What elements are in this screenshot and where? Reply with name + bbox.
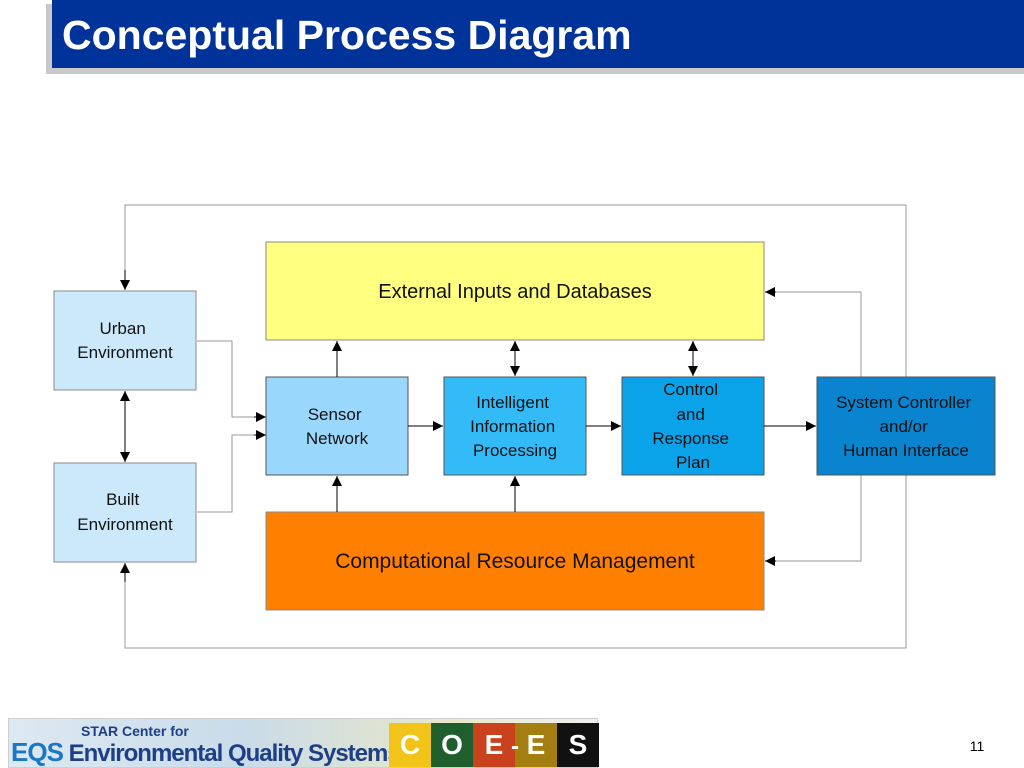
footer-logo-banner: STAR Center for EQS Environmental Qualit… (8, 718, 599, 768)
coees-tile-e1: E (473, 723, 515, 767)
box-sensor-network (265, 376, 409, 476)
footer-systems-name: Environmental Quality Systems (68, 740, 401, 767)
label-built-environment: Built Environment (77, 490, 173, 534)
coees-tile-e2: E (515, 723, 557, 767)
label-sensor-network: Sensor Network (306, 405, 369, 448)
label-external-inputs: External Inputs and Databases (378, 281, 652, 303)
label-control-response: Control and Response Plan (652, 380, 733, 472)
coees-tile-s: S (557, 723, 599, 767)
connector-built-sensor (197, 434, 254, 513)
label-system-controller: System Controller and/or Human Interface (836, 393, 976, 460)
label-computational-resource: Computational Resource Management (335, 550, 695, 573)
label-intelligent-processing: Intelligent Information Processing (470, 393, 560, 460)
box-built-environment (53, 462, 197, 563)
footer-center-label: STAR Center for (81, 723, 189, 739)
page-number: 11 (969, 738, 985, 754)
box-external-inputs (265, 241, 765, 341)
label-urban-environment: Urban Environment (77, 319, 173, 362)
connector-sys-crm (775, 475, 862, 562)
connector-sys-external (775, 291, 862, 377)
connector-urban-sensor (197, 340, 254, 418)
box-control-response (621, 376, 765, 476)
box-computational-resource (265, 511, 765, 611)
coees-tile-o: O (431, 723, 473, 767)
coees-tile-c: C (389, 723, 431, 767)
coees-logo: C O E E S - (389, 723, 599, 767)
box-system-controller (816, 376, 996, 476)
box-urban-environment (53, 290, 197, 391)
coees-dash: - (511, 733, 519, 760)
eqs-logo-mark: EQS (11, 737, 64, 767)
slide-title: Conceptual Process Diagram (52, 0, 1024, 68)
footer-center-name: EQS Environmental Quality Systems (11, 737, 401, 768)
box-intelligent-processing (443, 376, 587, 476)
